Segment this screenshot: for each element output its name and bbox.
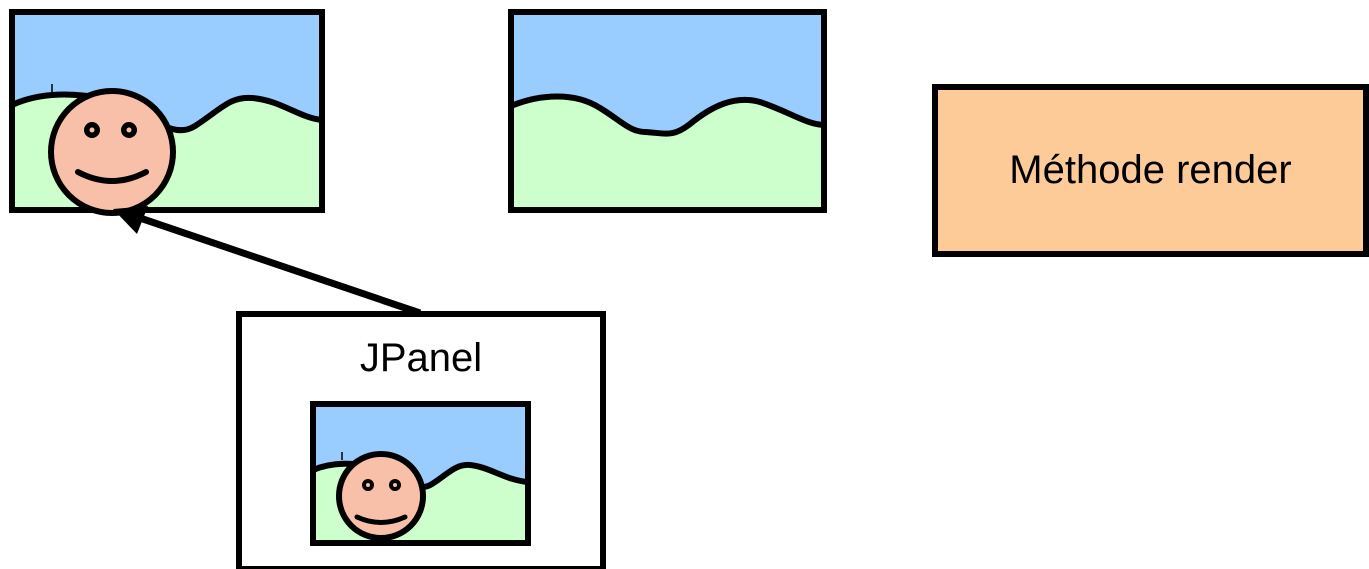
frame-with-character — [12, 12, 322, 213]
jpanel-label: JPanel — [236, 336, 606, 381]
render-method-box: Méthode render — [932, 84, 1369, 257]
render-method-label: Méthode render — [1009, 148, 1291, 193]
jpanel-preview-frame — [313, 404, 528, 543]
frame-background-only — [511, 12, 824, 210]
arrow-icon — [113, 206, 420, 313]
smiley-face-icon — [339, 454, 423, 538]
smiley-face-icon — [51, 91, 173, 213]
